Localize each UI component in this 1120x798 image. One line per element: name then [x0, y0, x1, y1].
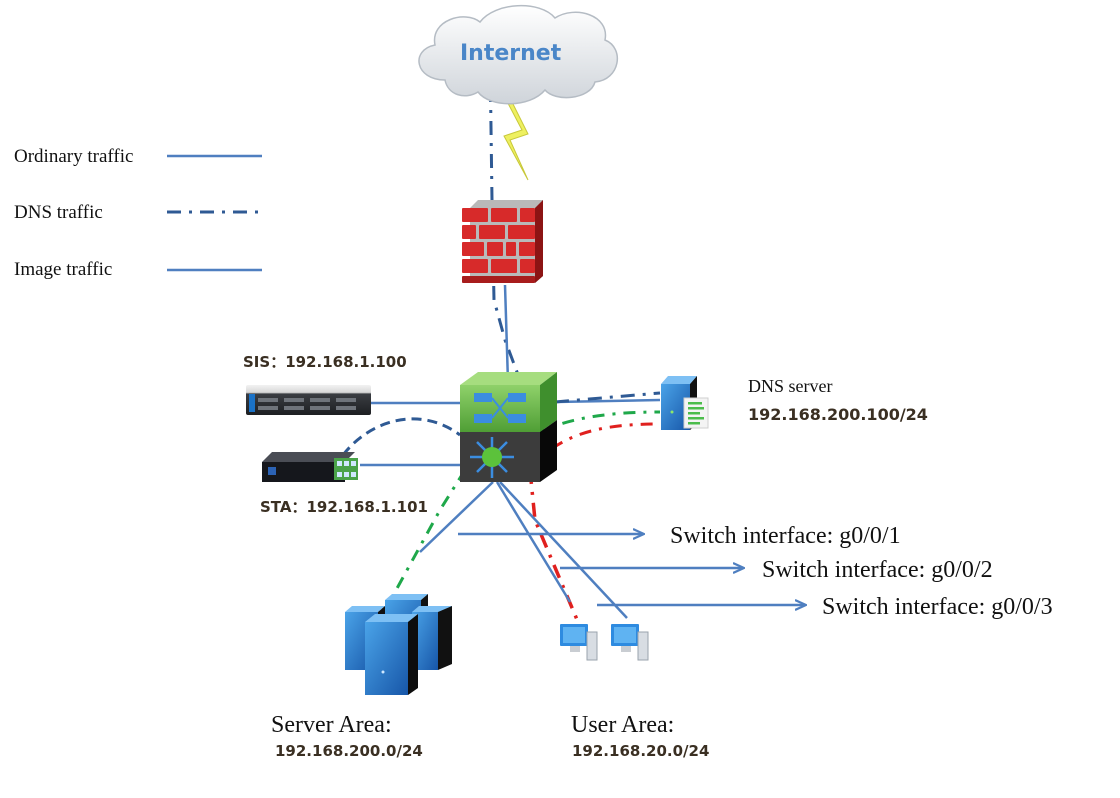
link-firewall-switch [503, 284, 510, 383]
firewall-icon [462, 200, 543, 283]
server-area-node: Server Area: 192.168.200.0/24 [271, 594, 452, 760]
sta-node: STA：192.168.1.101 [260, 452, 428, 516]
legend-item-image: Image traffic [14, 259, 262, 280]
sis-node: SIS：192.168.1.100 [243, 353, 407, 415]
dns-link-internet [488, 54, 522, 381]
legend-label: Image traffic [14, 259, 112, 280]
desktop-pc-icon [611, 624, 649, 661]
server-area-title: Server Area: [271, 712, 392, 738]
link-switch-user-pc1 [495, 481, 572, 603]
appliance-icon [262, 452, 358, 482]
link-switch-dns [554, 398, 661, 404]
desktop-pc-icon [560, 624, 598, 661]
legend-item-ordinary: Ordinary traffic [14, 146, 262, 167]
green-flow-dns [508, 410, 661, 456]
core-switch-node [460, 372, 557, 482]
links [341, 54, 805, 623]
legend-label: DNS traffic [14, 202, 103, 223]
dns-server-title: DNS server [748, 376, 832, 396]
cloud-icon [418, 5, 619, 105]
green-flow-server-area [393, 469, 467, 593]
user-area-node: User Area: 192.168.20.0/24 [560, 624, 709, 760]
user-area-title: User Area: [571, 712, 674, 738]
server-area-subnet: 192.168.200.0/24 [275, 742, 423, 760]
interface-label-g0-0-3: Switch interface: g0/0/3 [822, 594, 1053, 620]
link-switch-server-area [419, 481, 494, 553]
interface-labels: Switch interface: g0/0/1 Switch interfac… [670, 523, 1053, 620]
link-switch-user-pc2 [499, 481, 628, 619]
sta-label: STA：192.168.1.101 [260, 498, 428, 516]
dns-link-sta [341, 417, 461, 456]
user-area-subnet: 192.168.20.0/24 [572, 742, 709, 760]
server-tower-icon [661, 376, 709, 430]
internet-node: Internet [418, 5, 619, 105]
internet-label: Internet [460, 41, 562, 66]
sis-label: SIS：192.168.1.100 [243, 353, 407, 371]
dns-server-node: DNS server 192.168.200.100/24 [661, 376, 928, 430]
interface-label-g0-0-1: Switch interface: g0/0/1 [670, 523, 901, 549]
layer3-switch-icon [460, 372, 557, 482]
legend-label: Ordinary traffic [14, 146, 133, 167]
red-flow-dns [528, 422, 661, 471]
dns-server-ip: 192.168.200.100/24 [748, 405, 928, 424]
interface-label-g0-0-2: Switch interface: g0/0/2 [762, 557, 993, 583]
legend: Ordinary traffic DNS traffic Image traff… [14, 146, 262, 280]
server-cluster-icon [345, 594, 452, 695]
rack-server-icon [246, 385, 371, 415]
legend-item-dns: DNS traffic [14, 202, 258, 223]
firewall-node [462, 200, 543, 283]
